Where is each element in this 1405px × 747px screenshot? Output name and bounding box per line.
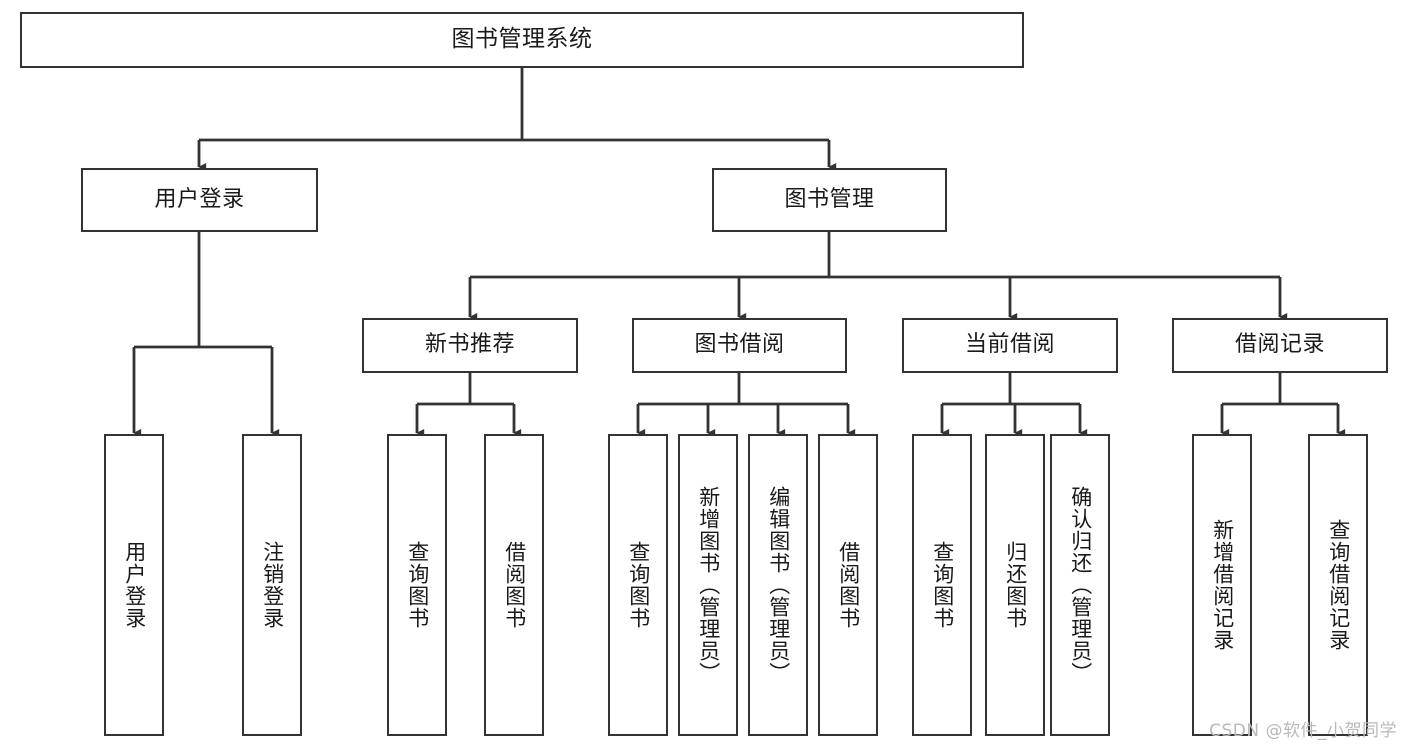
node-current-borrow[interactable]: 当前借阅 <box>902 318 1118 373</box>
node-label: 新增借阅记录 <box>1210 519 1235 651</box>
node-label: 借阅图书 <box>836 541 861 629</box>
node-label: 借阅记录 <box>1234 332 1325 358</box>
node-book-borrow[interactable]: 图书借阅 <box>632 318 847 373</box>
node-user-login[interactable]: 用户登录 <box>81 168 318 232</box>
csdn-watermark: CSDN @软件_小贺同学 <box>1209 721 1397 741</box>
node-label: 用户登录 <box>122 541 147 629</box>
node-label: 借阅图书 <box>502 541 527 629</box>
node-leaf-logout[interactable]: 注销登录 <box>242 434 302 736</box>
node-leaf-return-book[interactable]: 归还图书 <box>985 434 1045 736</box>
node-leaf-query-book-2[interactable]: 查询图书 <box>608 434 668 736</box>
node-leaf-query-book-3[interactable]: 查询图书 <box>912 434 972 736</box>
node-leaf-query-record[interactable]: 查询借阅记录 <box>1308 434 1368 736</box>
node-label: 查询借阅记录 <box>1326 519 1351 651</box>
node-leaf-add-book[interactable]: 新增图书（管理员） <box>678 434 738 736</box>
node-label: 图书管理系统 <box>451 26 593 53</box>
node-leaf-borrow-book-1[interactable]: 借阅图书 <box>484 434 544 736</box>
node-book-manage[interactable]: 图书管理 <box>712 168 947 232</box>
node-leaf-edit-book[interactable]: 编辑图书（管理员） <box>748 434 808 736</box>
node-label: 用户登录 <box>154 186 245 212</box>
node-leaf-add-record[interactable]: 新增借阅记录 <box>1192 434 1252 736</box>
node-leaf-confirm-return[interactable]: 确认归还（管理员） <box>1050 434 1110 736</box>
node-label: 新增图书（管理员） <box>696 486 721 684</box>
node-leaf-borrow-book-2[interactable]: 借阅图书 <box>818 434 878 736</box>
node-label: 查询图书 <box>626 541 651 629</box>
node-leaf-query-book-1[interactable]: 查询图书 <box>387 434 447 736</box>
node-borrow-record[interactable]: 借阅记录 <box>1172 318 1388 373</box>
node-label: 新书推荐 <box>424 332 515 358</box>
node-label: 注销登录 <box>260 541 285 629</box>
node-root-system[interactable]: 图书管理系统 <box>20 12 1024 68</box>
node-label: 当前借阅 <box>964 332 1055 358</box>
node-leaf-user-login[interactable]: 用户登录 <box>104 434 164 736</box>
node-label: 图书借阅 <box>694 332 785 358</box>
node-new-book-recommend[interactable]: 新书推荐 <box>362 318 578 373</box>
node-label: 编辑图书（管理员） <box>766 486 791 684</box>
node-label: 查询图书 <box>405 541 430 629</box>
node-label: 图书管理 <box>784 186 875 212</box>
node-label: 确认归还（管理员） <box>1068 486 1093 684</box>
node-label: 查询图书 <box>930 541 955 629</box>
node-label: 归还图书 <box>1003 541 1028 629</box>
